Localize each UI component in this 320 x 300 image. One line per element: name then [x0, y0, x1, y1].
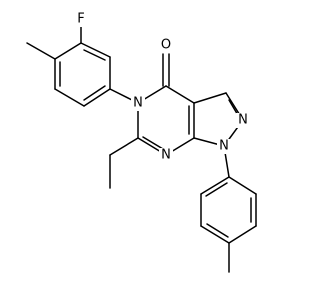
bond	[228, 225, 257, 244]
nitrogen-atom-n7: N	[159, 148, 173, 163]
label-backdrop	[236, 113, 250, 128]
bond	[142, 136, 164, 150]
fluorine-atom: F	[75, 12, 87, 27]
label-backdrop	[159, 38, 173, 53]
nitrogen-n5-label: N	[133, 96, 143, 111]
bond	[54, 88, 85, 107]
bond	[109, 137, 139, 156]
label-backdrop	[159, 148, 173, 163]
oxygen-atom: O	[159, 38, 173, 53]
bond	[193, 92, 227, 104]
fluorine-label: F	[77, 12, 84, 27]
nitrogen-n2-label: N	[238, 113, 248, 128]
bond	[206, 223, 229, 238]
label-backdrop	[131, 96, 145, 111]
label-backdrop	[75, 12, 87, 27]
bond	[54, 42, 82, 60]
bond	[165, 85, 195, 104]
bond-layer	[26, 24, 257, 273]
nitrogen-atom-n5: N	[131, 96, 145, 111]
nitrogen-atom-n2: N	[236, 113, 250, 128]
nitrogen-n7-label: N	[161, 148, 171, 163]
nitrogen-n1-label: N	[219, 139, 229, 154]
bond	[228, 176, 257, 195]
nitrogen-atom-n1: N	[217, 139, 231, 154]
bond	[83, 49, 106, 61]
atom-label-layer: F O N N N N	[75, 12, 250, 163]
label-backdrop	[217, 139, 231, 154]
bond	[80, 42, 111, 58]
molecule-drawing: F O N N N N	[26, 12, 257, 273]
bond	[200, 176, 230, 195]
bond	[205, 182, 228, 197]
bond	[83, 88, 111, 107]
oxygen-label: O	[161, 38, 171, 53]
bond	[26, 42, 56, 60]
bond	[200, 225, 230, 244]
structure-canvas: F O N N N N	[26, 12, 257, 273]
bond	[83, 85, 106, 101]
